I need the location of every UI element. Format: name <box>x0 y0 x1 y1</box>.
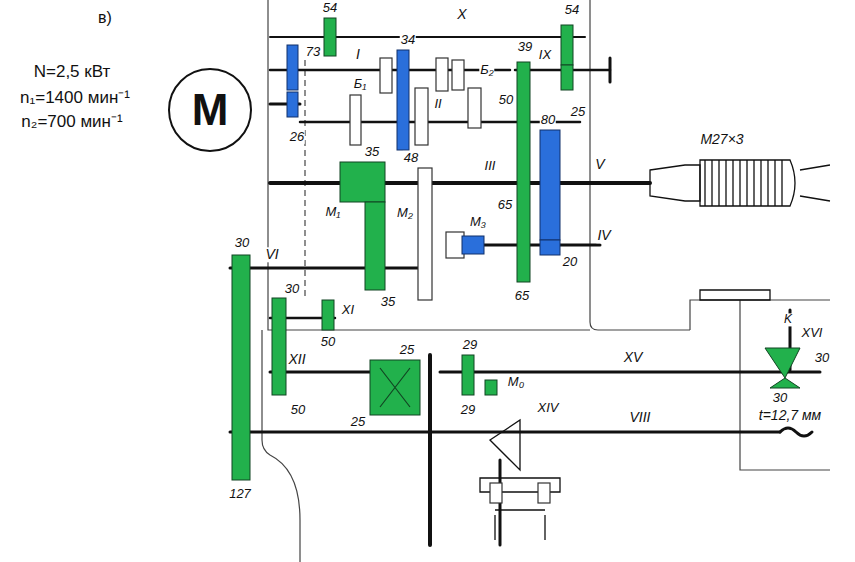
callout-number: VI <box>264 247 279 262</box>
callout-number: t=12,7 мм <box>758 408 822 423</box>
callout-number: 127 <box>228 487 252 501</box>
callout-number: X <box>456 7 467 22</box>
callout-number: 80 <box>540 113 556 127</box>
callout-number: 54 <box>322 1 338 15</box>
callout-number: XV <box>623 350 644 365</box>
spec-text: n₁=1400 мин⁻¹ <box>19 89 131 108</box>
callout-number: M₁ <box>325 205 342 219</box>
callout-number: 48 <box>403 151 419 165</box>
callout-number: V <box>594 157 605 172</box>
callout-number: 35 <box>380 295 396 309</box>
callout-number: XII <box>287 352 306 367</box>
callout-number: 20 <box>562 255 578 269</box>
callout-number: 54 <box>564 3 580 17</box>
callout-number: 29 <box>460 403 476 417</box>
callout-number: III <box>484 159 497 173</box>
callout-number: M27×3 <box>699 132 744 147</box>
callout-number: VIII <box>628 410 651 425</box>
callout-number: XIV <box>537 401 560 415</box>
callout-number: 50 <box>320 335 336 349</box>
callout-number: 25 <box>350 415 366 429</box>
callout-number: 35 <box>364 145 380 159</box>
spec-text: n₂=700 мин⁻¹ <box>20 113 123 132</box>
callout-number: 73 <box>305 45 321 59</box>
callout-number: 50 <box>290 403 306 417</box>
callout-number: XVI <box>801 326 824 340</box>
callout-number: Б₂ <box>479 63 494 77</box>
callout-number: 30 <box>814 351 830 365</box>
callout-number: IV <box>596 228 611 243</box>
callout-number: M₂ <box>396 206 414 220</box>
callout-number: M₃ <box>469 215 487 229</box>
callout-number: Б₁ <box>353 77 368 91</box>
spec-text: в) <box>97 9 113 27</box>
motor-circle: M <box>168 68 252 152</box>
callout-number: 26 <box>289 130 305 144</box>
callout-number: IX <box>538 48 552 62</box>
callout-number: 25 <box>399 343 415 357</box>
callout-number: XI <box>341 303 355 317</box>
callout-number: 34 <box>400 33 416 47</box>
callout-number: M₀ <box>507 375 525 389</box>
callout-number: I <box>355 47 361 62</box>
callout-number: 65 <box>514 289 530 303</box>
callout-number: 39 <box>517 40 533 54</box>
motor-symbol: M <box>192 85 229 135</box>
spec-text: N=2,5 кВт <box>33 63 112 82</box>
callout-number: II <box>433 97 442 111</box>
callout-number: K <box>783 313 793 326</box>
callout-number: 30 <box>234 236 250 250</box>
callout-number: 29 <box>462 338 478 352</box>
callout-number: 30 <box>772 391 788 405</box>
callout-number: 30 <box>284 282 300 296</box>
callout-number: 65 <box>497 198 513 212</box>
callout-number: 25 <box>570 105 586 119</box>
callout-number: 50 <box>498 93 514 107</box>
